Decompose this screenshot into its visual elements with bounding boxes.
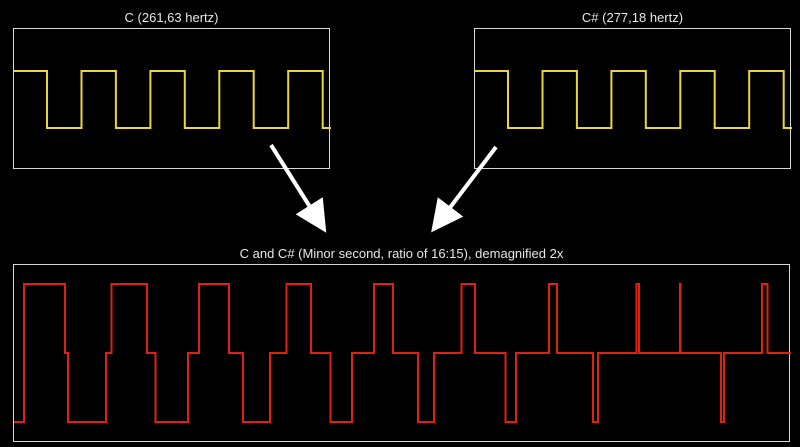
csharp-wave-line <box>475 70 792 129</box>
c-wave-line <box>14 70 331 129</box>
combined-wave-panel <box>13 264 791 442</box>
csharp-wave-title: C# (277,18 hertz) <box>581 10 684 25</box>
c-wave-title: C (261,63 hertz) <box>124 10 219 25</box>
csharp-wave-panel <box>474 28 792 169</box>
combined-wave <box>14 283 791 423</box>
combined-wave-line <box>14 283 791 423</box>
arrow-from-csharp <box>431 145 498 233</box>
combined-wave-title: C and C# (Minor second, ratio of 16:15),… <box>239 246 564 261</box>
c-square-wave <box>14 70 331 129</box>
arrow-from-c <box>269 143 327 233</box>
c-wave-panel <box>13 28 331 169</box>
csharp-square-wave <box>475 70 792 129</box>
